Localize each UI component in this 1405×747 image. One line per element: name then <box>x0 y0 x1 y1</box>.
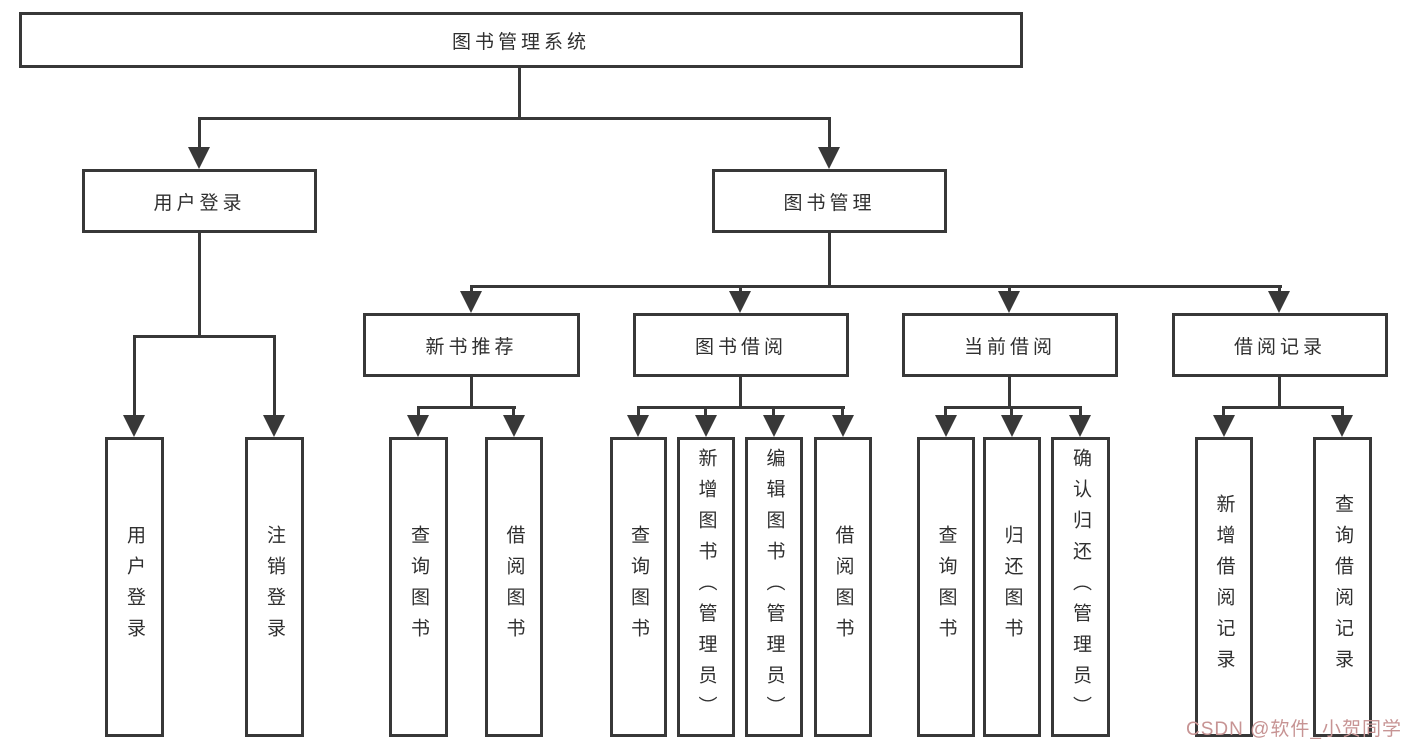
node-current-borrowing: 当前借阅 <box>902 313 1118 377</box>
node-query-borrow-record: 查询借阅记录 <box>1313 437 1372 737</box>
node-label: 查询借阅记录 <box>1332 494 1353 680</box>
connector-line <box>772 407 775 417</box>
connector-line <box>944 407 947 417</box>
node-label: 借阅记录 <box>1233 336 1326 358</box>
node-label: 图书管理 <box>783 192 876 214</box>
connector-line <box>417 406 516 409</box>
connector-line <box>470 286 473 293</box>
connector-line <box>198 117 831 120</box>
connector-line <box>1010 407 1013 417</box>
connector-line <box>1008 286 1011 293</box>
node-label: 图书借阅 <box>694 336 787 358</box>
node-label: 用户登录 <box>153 192 246 214</box>
node-label: 新增图书（管理员） <box>695 447 717 727</box>
node-library-management-system: 图书管理系统 <box>19 12 1023 68</box>
node-query-books: 查询图书 <box>917 437 975 737</box>
arrow-down-icon <box>1213 415 1235 437</box>
connector-line <box>133 336 136 416</box>
node-query-books: 查询图书 <box>610 437 667 737</box>
arrow-down-icon <box>123 415 145 437</box>
connector-line <box>1079 407 1082 417</box>
node-label: 借阅图书 <box>503 525 525 649</box>
connector-line <box>704 407 707 417</box>
arrow-down-icon <box>729 291 751 313</box>
node-label: 查询图书 <box>408 525 429 649</box>
connector-line <box>518 68 521 118</box>
node-label: 查询图书 <box>935 525 957 649</box>
connector-line <box>198 118 201 148</box>
node-confirm-return-admin: 确认归还（管理员） <box>1051 437 1110 737</box>
connector-line <box>1278 286 1281 293</box>
arrow-down-icon <box>1331 415 1353 437</box>
connector-line <box>470 377 473 408</box>
node-label: 借阅图书 <box>832 525 854 649</box>
connector-line <box>828 118 831 148</box>
arrow-down-icon <box>935 415 957 437</box>
connector-line <box>828 233 831 287</box>
connector-line <box>273 336 276 416</box>
arrow-down-icon <box>460 291 482 313</box>
node-borrowing-records: 借阅记录 <box>1172 313 1388 377</box>
watermark: CSDN @软件_小贺同学 <box>1186 719 1402 740</box>
connector-line <box>739 286 742 293</box>
node-label: 查询图书 <box>628 525 649 649</box>
node-new-book-recommendation: 新书推荐 <box>363 313 580 377</box>
node-book-management: 图书管理 <box>712 169 947 233</box>
node-label: 新书推荐 <box>425 336 518 358</box>
connector-line <box>1278 377 1281 408</box>
connector-line <box>944 406 1082 409</box>
node-label: 归还图书 <box>1001 525 1023 649</box>
arrow-down-icon <box>188 147 210 169</box>
arrow-down-icon <box>263 415 285 437</box>
arrow-down-icon <box>503 415 525 437</box>
arrow-down-icon <box>1001 415 1023 437</box>
arrow-down-icon <box>763 415 785 437</box>
node-label: 注销登录 <box>264 525 285 649</box>
connector-line <box>417 407 420 417</box>
arrow-down-icon <box>1069 415 1091 437</box>
node-borrow-books: 借阅图书 <box>485 437 543 737</box>
node-edit-books-admin: 编辑图书（管理员） <box>745 437 803 737</box>
connector-line <box>1341 407 1344 417</box>
node-logout: 注销登录 <box>245 437 304 737</box>
connector-line <box>841 407 844 417</box>
node-label: 图书管理系统 <box>451 31 590 53</box>
arrow-down-icon <box>832 415 854 437</box>
node-borrow-books: 借阅图书 <box>814 437 872 737</box>
node-label: 新增借阅记录 <box>1213 494 1235 680</box>
arrow-down-icon <box>407 415 429 437</box>
node-label: 用户登录 <box>124 525 145 649</box>
node-book-borrowing: 图书借阅 <box>633 313 849 377</box>
arrow-down-icon <box>627 415 649 437</box>
connector-line <box>133 335 276 338</box>
node-query-books: 查询图书 <box>389 437 448 737</box>
connector-line <box>637 406 845 409</box>
connector-line <box>198 233 201 337</box>
arrow-down-icon <box>695 415 717 437</box>
connector-line <box>470 285 1282 288</box>
node-label: 确认归还（管理员） <box>1070 447 1091 727</box>
arrow-down-icon <box>998 291 1020 313</box>
node-label: 编辑图书（管理员） <box>763 447 785 727</box>
node-add-books-admin: 新增图书（管理员） <box>677 437 735 737</box>
node-add-borrow-record: 新增借阅记录 <box>1195 437 1253 737</box>
arrow-down-icon <box>1268 291 1290 313</box>
node-user-login-leaf: 用户登录 <box>105 437 164 737</box>
node-label: 当前借阅 <box>963 336 1056 358</box>
connector-line <box>1222 407 1225 417</box>
node-return-books: 归还图书 <box>983 437 1041 737</box>
arrow-down-icon <box>818 147 840 169</box>
connector-line <box>637 407 640 417</box>
node-user-login: 用户登录 <box>82 169 317 233</box>
connector-line <box>1008 377 1011 408</box>
connector-line <box>1222 406 1344 409</box>
connector-line <box>739 377 742 408</box>
connector-line <box>512 407 515 417</box>
